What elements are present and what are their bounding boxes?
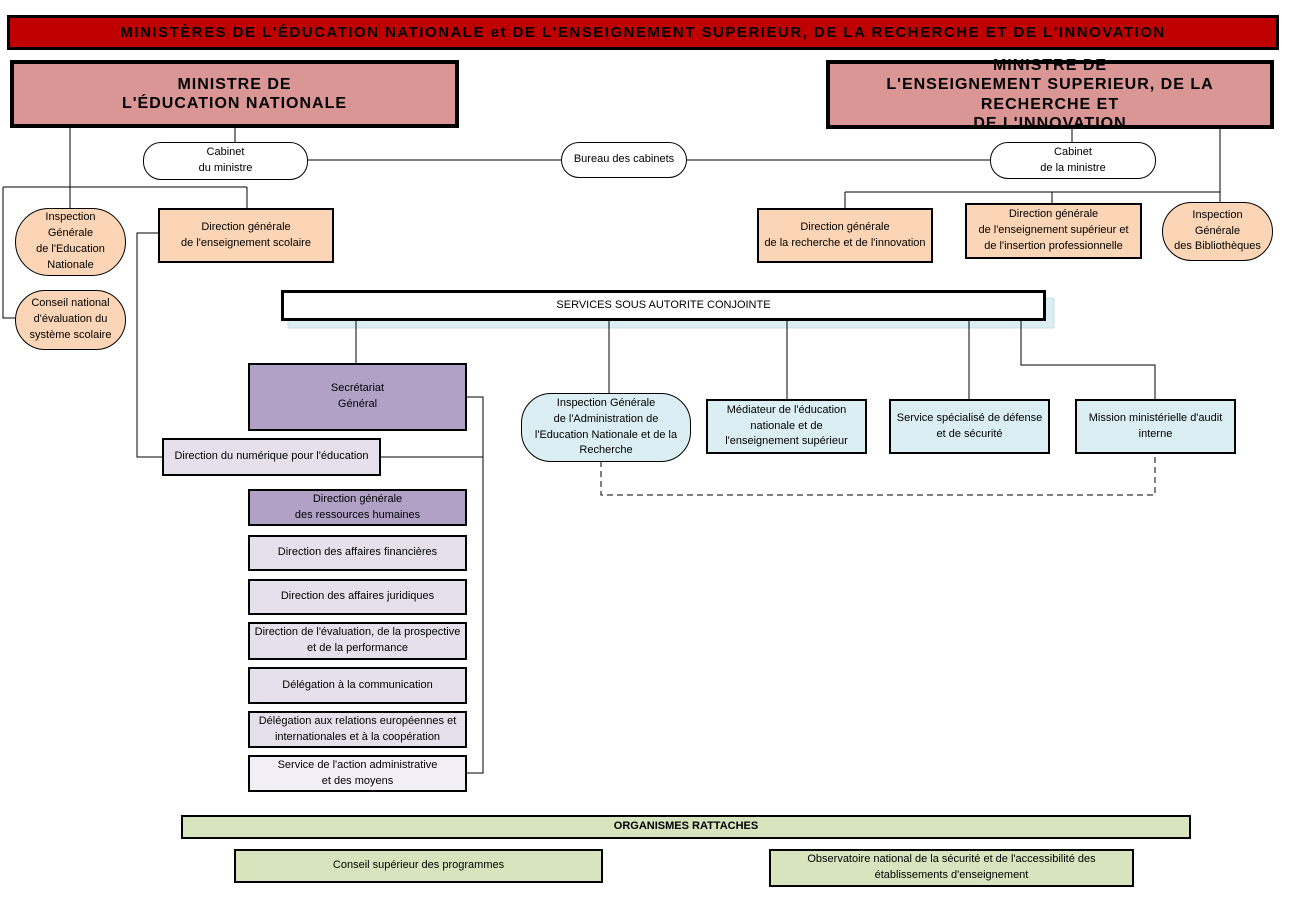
igaenr-box: Inspection Générale de l'Administration …	[521, 393, 691, 462]
dgesip-box: Direction générale de l'enseignement sup…	[965, 203, 1142, 259]
cabinet-ministre-left: Cabinet du ministre	[143, 142, 308, 180]
sg-unit-delcom: Délégation à la communication	[248, 667, 467, 704]
sg-unit-daf: Direction des affaires financières	[248, 535, 467, 571]
ssds-box: Service spécialisé de défense et de sécu…	[889, 399, 1050, 454]
minister-education-box: MINISTRE DE L'ÉDUCATION NATIONALE	[10, 60, 459, 128]
mmai-box: Mission ministérielle d'audit interne	[1075, 399, 1236, 454]
sg-unit-dreic: Délégation aux relations européennes et …	[248, 711, 467, 748]
sg-unit-daj: Direction des affaires juridiques	[248, 579, 467, 615]
minister-higher-education-box: MINISTRE DE L'ENSEIGNEMENT SUPERIEUR, DE…	[826, 57, 1274, 132]
sg-unit-saam: Service de l'action administrative et de…	[248, 755, 467, 792]
igen-box: Inspection Générale de l'Education Natio…	[15, 208, 126, 276]
organisme-observatoire: Observatoire national de la sécurité et …	[769, 849, 1134, 887]
secretariat-general-box: Secrétariat Général	[248, 363, 467, 431]
sg-unit-dgrh: Direction générale des ressources humain…	[248, 489, 467, 526]
cnesco-box: Conseil national d'évaluation du système…	[15, 290, 126, 350]
dgesco-box: Direction générale de l'enseignement sco…	[158, 208, 334, 263]
ministries-banner: MINISTÈRES DE L'ÉDUCATION NATIONALE et D…	[7, 15, 1279, 50]
cabinet-ministre-right: Cabinet de la ministre	[990, 142, 1156, 179]
dne-box: Direction du numérique pour l'éducation	[162, 438, 381, 476]
organismes-header: ORGANISMES RATTACHES	[181, 815, 1191, 839]
sg-unit-depp: Direction de l'évaluation, de la prospec…	[248, 622, 467, 660]
dgri-box: Direction générale de la recherche et de…	[757, 208, 933, 263]
bureau-des-cabinets: Bureau des cabinets	[561, 142, 687, 178]
igb-box: Inspection Générale des Bibliothèques	[1162, 202, 1273, 261]
organisme-csp: Conseil supérieur des programmes	[234, 849, 603, 883]
joint-services-header: SERVICES SOUS AUTORITE CONJOINTE	[281, 290, 1046, 321]
mediateur-box: Médiateur de l'éducation nationale et de…	[706, 399, 867, 454]
